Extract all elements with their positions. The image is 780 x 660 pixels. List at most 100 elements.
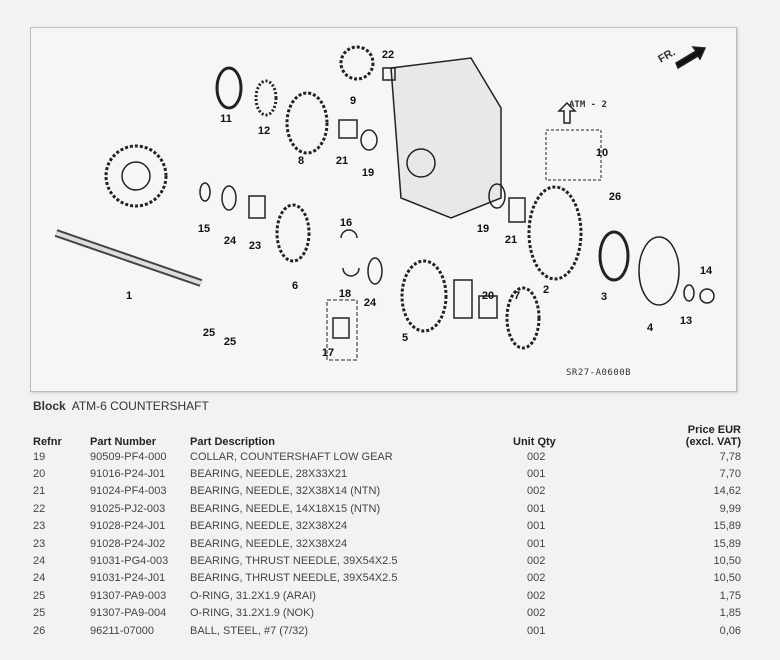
cell-unit-qty: 002: [527, 589, 546, 602]
callout-26: 26: [608, 191, 622, 203]
cell-price: 7,78: [719, 450, 741, 463]
callout-20: 20: [481, 290, 495, 302]
callout-4: 4: [646, 322, 654, 334]
cell-price: 14,62: [713, 485, 741, 498]
cell-unit-qty: 002: [527, 555, 546, 568]
atm-2-label: ATM - 2: [569, 100, 607, 110]
table-row[interactable]: 20 91016-P24-J01 BEARING, NEEDLE, 28X33X21…: [28, 465, 746, 482]
cell-price: 1,75: [719, 589, 741, 602]
cell-description: BEARING, NEEDLE, 28X33X21: [190, 468, 348, 481]
callout-9: 9: [349, 95, 357, 107]
cell-refnr: 22: [33, 502, 46, 515]
table-row[interactable]: 23 91028-P24-J01 BEARING, NEEDLE, 32X38X24…: [28, 518, 746, 535]
cell-unit-qty: 001: [527, 624, 546, 637]
callout-14: 14: [699, 265, 713, 277]
callout-5: 5: [401, 332, 409, 344]
callout-11: 11: [220, 113, 232, 125]
callout-7: 7: [513, 290, 521, 302]
cell-refnr: 25: [33, 607, 46, 620]
cell-description: BEARING, THRUST NEEDLE, 39X54X2.5: [190, 572, 398, 585]
callout-12: 12: [257, 125, 271, 137]
cell-description: BEARING, NEEDLE, 32X38X24: [190, 520, 348, 533]
callout-8: 8: [297, 155, 305, 167]
cell-refnr: 19: [33, 450, 46, 463]
block-name: ATM-6 COUNTERSHAFT: [71, 399, 209, 413]
cell-part-number: 90509-PF4-000: [90, 450, 167, 463]
diagram-code: SR27-A0600B: [566, 368, 632, 378]
cell-price: 7,70: [719, 468, 741, 481]
callout-25b: 25: [223, 336, 237, 348]
cell-refnr: 23: [33, 537, 46, 550]
callout-21b: 21: [504, 234, 518, 246]
callout-18: 18: [338, 288, 352, 300]
callout-22: 22: [381, 49, 395, 61]
table-header-row: Refnr Part Number Part Description Unit …: [28, 416, 746, 448]
cell-unit-qty: 002: [527, 485, 546, 498]
callout-19: 19: [361, 167, 375, 179]
callout-24: 24: [223, 235, 237, 247]
cell-price: 15,89: [713, 537, 741, 550]
cell-part-number: 91031-PG4-003: [90, 555, 169, 568]
table-row[interactable]: 24 91031-P24-J01 BEARING, THRUST NEEDLE, 3…: [28, 570, 746, 587]
cell-refnr: 25: [33, 589, 46, 602]
callout-10: 10: [595, 147, 609, 159]
cell-price: 9,99: [719, 502, 741, 515]
table-row[interactable]: 22 91025-PJ2-003 BEARING, NEEDLE, 14X18X15…: [28, 500, 746, 517]
cell-part-number: 91025-PJ2-003: [90, 502, 166, 515]
cell-refnr: 23: [33, 520, 46, 533]
cell-description: BEARING, NEEDLE, 32X38X24: [190, 537, 348, 550]
cell-unit-qty: 002: [527, 607, 546, 620]
cell-refnr: 24: [33, 572, 46, 585]
cell-price: 10,50: [713, 555, 741, 568]
block-title: Block ATM-6 COUNTERSHAFT: [33, 399, 209, 413]
cell-part-number: 91024-PF4-003: [90, 485, 167, 498]
header-description: Part Description: [190, 436, 275, 448]
cell-part-number: 91028-P24-J02: [90, 537, 166, 550]
callout-15: 15: [197, 223, 211, 235]
callout-23: 23: [248, 240, 262, 252]
cell-refnr: 24: [33, 555, 46, 568]
parts-table: Refnr Part Number Part Description Unit …: [28, 416, 746, 639]
cell-refnr: 21: [33, 485, 46, 498]
cell-unit-qty: 002: [527, 450, 546, 463]
cell-part-number: 91016-P24-J01: [90, 468, 166, 481]
cell-description: BALL, STEEL, #7 (7/32): [190, 624, 309, 637]
cell-price: 10,50: [713, 572, 741, 585]
cell-refnr: 26: [33, 624, 46, 637]
table-row[interactable]: 21 91024-PF4-003 BEARING, NEEDLE, 32X38X14…: [28, 483, 746, 500]
cell-description: COLLAR, COUNTERSHAFT LOW GEAR: [190, 450, 393, 463]
cell-description: O-RING, 31.2X1.9 (ARAI): [190, 589, 316, 602]
block-label: Block: [33, 399, 66, 413]
callout-3: 3: [600, 291, 608, 303]
cell-refnr: 20: [33, 468, 46, 481]
callout-13: 13: [679, 315, 693, 327]
cell-unit-qty: 001: [527, 502, 546, 515]
callout-19b: 19: [476, 223, 490, 235]
table-row[interactable]: 23 91028-P24-J02 BEARING, NEEDLE, 32X38X24…: [28, 535, 746, 552]
cell-description: BEARING, NEEDLE, 14X18X15 (NTN): [190, 502, 381, 515]
cell-price: 15,89: [713, 520, 741, 533]
callout-2: 2: [542, 284, 550, 296]
cell-part-number: 91028-P24-J01: [90, 520, 166, 533]
cell-description: O-RING, 31.2X1.9 (NOK): [190, 607, 315, 620]
table-row[interactable]: 19 90509-PF4-000 COLLAR, COUNTERSHAFT LOW …: [28, 448, 746, 465]
cell-unit-qty: 001: [527, 537, 546, 550]
header-unit-qty: Unit Qty: [513, 436, 556, 448]
header-refnr: Refnr: [33, 436, 62, 448]
table-row[interactable]: 24 91031-PG4-003 BEARING, THRUST NEEDLE, 3…: [28, 552, 746, 569]
callout-16: 16: [339, 217, 353, 229]
cell-price: 0,06: [719, 624, 741, 637]
cell-description: BEARING, THRUST NEEDLE, 39X54X2.5: [190, 555, 398, 568]
callout-21: 21: [335, 155, 349, 167]
callout-17: 17: [321, 347, 335, 359]
callout-25: 25: [202, 327, 216, 339]
parts-diagram: 11 12 8 9 22 21 19 10 26 15 24 23 16 18 …: [30, 27, 737, 392]
cell-description: BEARING, NEEDLE, 32X38X14 (NTN): [190, 485, 381, 498]
callout-1: 1: [125, 290, 133, 302]
cell-part-number: 91031-P24-J01: [90, 572, 166, 585]
header-price: Price EUR(excl. VAT): [685, 424, 741, 448]
cell-unit-qty: 001: [527, 468, 546, 481]
